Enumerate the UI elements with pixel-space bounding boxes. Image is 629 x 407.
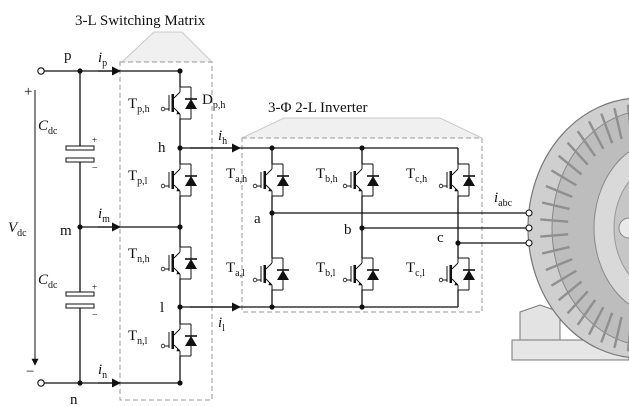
switching-matrix-title: 3-L Switching Matrix [75, 13, 206, 29]
motor-fin [550, 269, 577, 287]
inverter-wiring [271, 148, 526, 307]
capacitor-top-minus: − [92, 163, 98, 174]
switch-tal-label: Ta,l [226, 260, 245, 279]
switch-tnl-label: Tn,l [128, 328, 148, 347]
switch-tnh-label: Tn,h [128, 246, 150, 265]
switch-tch [438, 163, 476, 197]
capacitor-bottom [65, 291, 95, 309]
motor-fin [541, 245, 570, 255]
inverter-brace [241, 117, 483, 139]
node-label-h: h [158, 140, 166, 156]
motor-fin [600, 113, 614, 144]
capacitor-top [65, 145, 95, 163]
current-ip-label: ip [98, 50, 107, 69]
motor-fin [587, 120, 605, 150]
node-label-c: c [437, 230, 444, 246]
motor-fin [557, 154, 583, 176]
motor-fin [576, 299, 597, 326]
switch-tbl [342, 257, 380, 291]
switch-tbl-label: Tb,l [316, 260, 336, 279]
node-label-p: p [64, 48, 72, 64]
switch-tnl [160, 323, 198, 357]
switch-tbh [342, 163, 380, 197]
motor-fin [587, 306, 605, 336]
motor-fin [566, 290, 589, 315]
capacitor-top-plus: + [92, 135, 97, 145]
motor-fin [576, 130, 597, 157]
vdc-label: Vdc [8, 220, 27, 239]
vdc-plus: + [24, 84, 32, 100]
motor-illustration [511, 98, 629, 361]
inverter-box [241, 137, 483, 313]
motor-fin [545, 258, 573, 272]
motor-fin [613, 107, 623, 140]
motor-fin [540, 218, 569, 223]
switch-tcl [438, 257, 476, 291]
inverter-title: 3-Φ 2-L Inverter [268, 100, 368, 116]
motor-fin [541, 201, 570, 211]
motor-fin [545, 184, 573, 198]
capacitor-bottom-label: Cdc [38, 272, 58, 291]
node-label-b: b [344, 222, 352, 238]
switch-tph-label: Tp,h [128, 96, 150, 115]
motor-fin [550, 169, 577, 187]
terminal-n [37, 379, 45, 387]
current-il-label: il [218, 315, 225, 334]
node-label-m: m [60, 223, 72, 239]
switch-tph [160, 86, 198, 120]
switch-tpl-label: Tp,l [128, 168, 148, 187]
node-label-n: n [70, 392, 78, 407]
switch-tch-label: Tc,h [406, 166, 427, 185]
switch-tah-label: Ta,h [226, 166, 247, 185]
switching-matrix-brace [121, 31, 213, 63]
capacitor-top-label: Cdc [38, 118, 58, 137]
node-label-a: a [254, 211, 261, 227]
current-ih-label: ih [218, 128, 227, 147]
current-iabc-label: iabc [494, 190, 513, 209]
diode-dph-label: Dp,h [202, 92, 225, 111]
motor-fin [566, 141, 589, 166]
motor-fin [613, 316, 623, 349]
output-terminal-a [525, 209, 533, 217]
output-terminal-c [525, 239, 533, 247]
switch-tpl [160, 163, 198, 197]
vdc-minus: − [26, 364, 34, 380]
switch-tnh [160, 246, 198, 280]
switch-tal [252, 257, 290, 291]
capacitor-bottom-minus: − [92, 310, 98, 321]
current-im-label: im [98, 206, 110, 225]
capacitor-bottom-plus: + [92, 282, 97, 292]
terminal-p [37, 67, 45, 75]
switch-tah [252, 163, 290, 197]
output-terminal-b [525, 224, 533, 232]
switching-matrix-box [119, 61, 213, 401]
current-in-label: in [98, 362, 107, 381]
switch-tbh-label: Tb,h [316, 166, 338, 185]
node-label-l: l [160, 300, 164, 316]
switch-tcl-label: Tc,l [406, 260, 425, 279]
motor-fin [557, 280, 583, 302]
motor-fin [600, 312, 614, 343]
motor-fin [540, 233, 569, 238]
